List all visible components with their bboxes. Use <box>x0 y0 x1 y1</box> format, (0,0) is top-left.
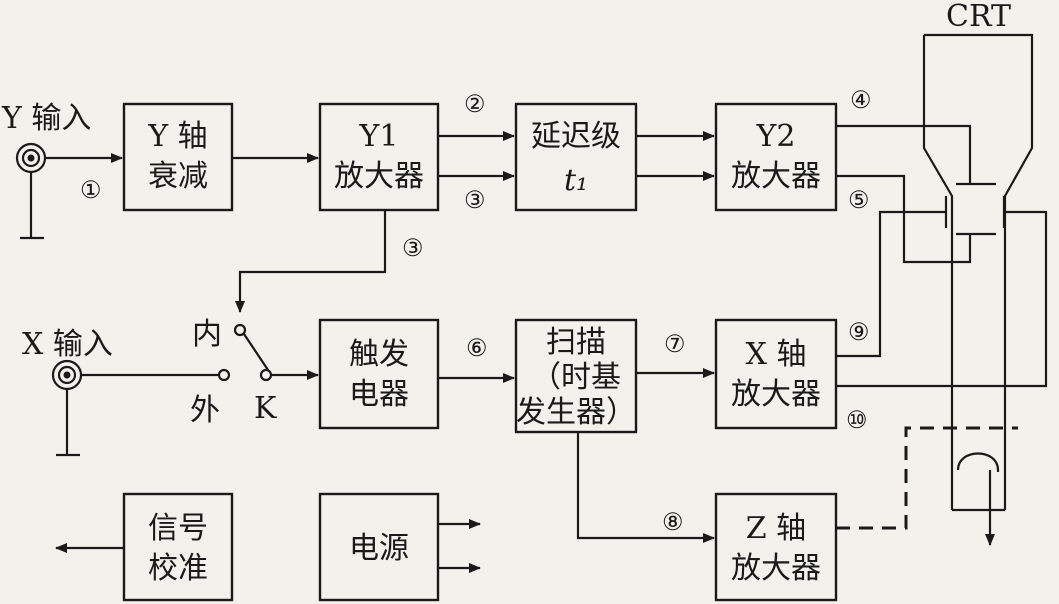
block-y2-amplifier-line1: Y2 <box>756 119 796 154</box>
block-y2-amplifier-line2: 放大器 <box>731 159 821 194</box>
marker-9: ⑨ <box>848 318 870 346</box>
switch-pivot[interactable] <box>259 368 273 382</box>
marker-10: ⑩ <box>846 406 868 434</box>
block-z-amplifier-line2: 放大器 <box>731 551 821 586</box>
block-calibration-line2: 校准 <box>148 551 208 586</box>
wire-y2-plate-bottom <box>836 174 972 264</box>
block-y-attenuator-line1: Y 轴 <box>147 119 207 154</box>
block-trigger: 触发 电器 <box>318 318 440 430</box>
marker-2: ② <box>464 90 486 118</box>
block-power-line1: 电源 <box>349 531 409 566</box>
block-sweep-line3: 发生器） <box>516 395 636 430</box>
label-switch-k: K <box>254 391 277 426</box>
marker-1: ① <box>80 176 102 204</box>
marker-4: ④ <box>850 86 872 114</box>
block-sweep: 扫描 （时基 发生器） <box>514 318 638 434</box>
label-x-input: X 输入 <box>22 327 113 362</box>
label-crt: CRT <box>946 0 1011 34</box>
label-internal: 内 <box>192 317 222 352</box>
block-delay: 延迟级 t₁ <box>514 102 638 212</box>
block-y1-amplifier-line1: Y1 <box>359 119 399 154</box>
marker-6: ⑥ <box>466 334 488 362</box>
wire-y2-plate-top <box>836 124 972 184</box>
block-delay-line2: t₁ <box>564 163 588 198</box>
marker-3-upper: ③ <box>464 186 486 214</box>
switch-blade <box>243 333 269 371</box>
block-z-amplifier-line1: Z 轴 <box>746 511 806 546</box>
block-power: 电源 <box>318 492 440 602</box>
x-input-connector[interactable] <box>51 359 83 391</box>
block-trigger-line1: 触发 <box>349 337 409 372</box>
block-y1-amplifier-line2: 放大器 <box>334 159 424 194</box>
wire-y1-switch <box>235 210 387 313</box>
wire-xamp-plate-right <box>836 210 1048 388</box>
marker-8: ⑧ <box>662 508 684 536</box>
block-x-amplifier-line2: 放大器 <box>731 377 821 412</box>
block-x-amplifier-line1: X 轴 <box>746 337 807 372</box>
y-input-connector[interactable] <box>15 142 47 174</box>
block-x-amplifier: X 轴 放大器 <box>714 318 838 430</box>
block-y-attenuator-line2: 衰减 <box>148 159 208 194</box>
switch-contact-ext[interactable] <box>217 368 231 382</box>
wire-sweep-zamp <box>576 432 715 543</box>
crt-outline-left <box>922 35 954 510</box>
wire-xamp-plate-left <box>836 210 946 358</box>
switch-contact-int[interactable] <box>233 323 247 337</box>
block-sweep-line2: （时基 <box>531 360 621 395</box>
label-external: 外 <box>190 393 220 428</box>
block-delay-line1: 延迟级 <box>531 119 621 154</box>
block-y2-amplifier: Y2 放大器 <box>714 102 838 212</box>
marker-5: ⑤ <box>848 186 870 214</box>
label-y-input: Y 输入 <box>1 101 91 136</box>
block-y-attenuator: Y 轴 衰减 <box>122 102 234 212</box>
block-sweep-line1: 扫描 <box>546 325 606 360</box>
block-calibration: 信号 校准 <box>122 492 234 602</box>
marker-7: ⑦ <box>664 330 686 358</box>
block-z-amplifier: Z 轴 放大器 <box>714 492 838 602</box>
block-calibration-line1: 信号 <box>148 511 208 546</box>
wire-zamp-grid <box>836 426 1018 530</box>
marker-3-lower: ③ <box>402 234 424 262</box>
block-y1-amplifier: Y1 放大器 <box>318 102 440 212</box>
crt-outline-right <box>924 33 1034 510</box>
block-trigger-line2: 电器 <box>349 377 409 412</box>
crt-gun-loop <box>956 452 1000 472</box>
